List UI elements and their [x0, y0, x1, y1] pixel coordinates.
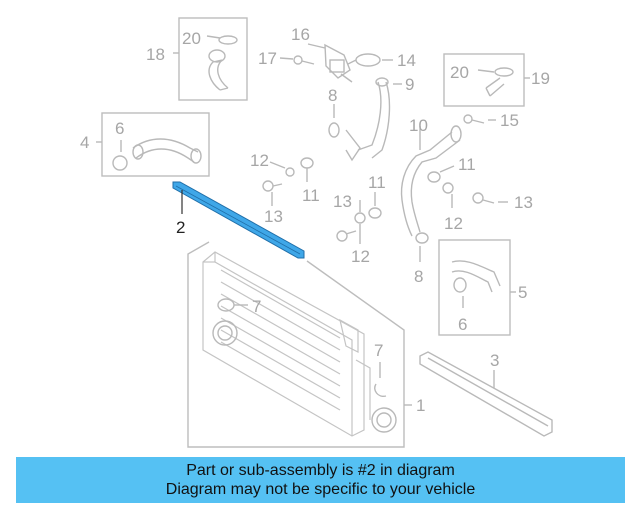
coolant-pipe-10[interactable] [400, 125, 462, 237]
clamp-14[interactable] [347, 53, 393, 67]
callout-5: 5 [518, 283, 527, 302]
callout-12-right: 12 [444, 214, 463, 233]
callout-13-left: 13 [264, 207, 283, 226]
callout-13-right: 13 [514, 193, 533, 212]
callout-7-right: 7 [374, 341, 383, 360]
callout-6-lower: 6 [458, 315, 467, 334]
hose-assembly-18[interactable] [173, 17, 248, 101]
seal-strip-3[interactable] [419, 351, 553, 437]
bolt-17[interactable] [279, 55, 315, 65]
callout-18: 18 [146, 45, 165, 64]
clip-7-left[interactable] [217, 298, 248, 312]
intercooler-1[interactable] [187, 241, 412, 448]
callout-1: 1 [416, 396, 425, 415]
hose-assembly-4[interactable] [96, 112, 210, 177]
callout-2: 2 [176, 218, 185, 237]
callout-7-left: 7 [252, 297, 261, 316]
hose-assembly-5[interactable] [438, 239, 516, 336]
banner-line-part: Part or sub-assembly is #2 in diagram [186, 462, 455, 479]
coolant-pipe-9[interactable] [345, 77, 402, 162]
callout-11-right: 11 [458, 155, 476, 174]
callout-4: 4 [80, 133, 89, 152]
callout-11-center: 11 [368, 173, 386, 192]
callout-15: 15 [500, 111, 519, 130]
callout-20-top: 20 [182, 29, 201, 48]
callout-6-upper: 6 [115, 119, 124, 138]
hose-assembly-19[interactable] [443, 53, 530, 107]
part-2-highlighted[interactable] [172, 181, 305, 259]
banner-line-disclaimer: Diagram may not be specific to your vehi… [165, 481, 476, 498]
parts-diagram: 20 18 16 17 14 9 20 19 [80, 17, 553, 448]
callout-3: 3 [490, 351, 499, 370]
callout-13-center: 13 [333, 192, 352, 211]
callout-11-left: 11 [302, 186, 320, 205]
callout-9: 9 [405, 75, 414, 94]
callout-8-lower: 8 [414, 267, 423, 286]
callout-10: 10 [409, 116, 428, 135]
callout-17: 17 [258, 49, 277, 68]
clamp-8-lower[interactable] [415, 232, 429, 262]
callout-14: 14 [397, 51, 416, 70]
sensor-16[interactable] [307, 43, 353, 83]
callout-8-upper: 8 [328, 86, 337, 105]
callout-20-right: 20 [450, 63, 469, 82]
fastener-cluster-center[interactable] [262, 157, 382, 244]
callout-16: 16 [291, 25, 310, 44]
callout-12-center: 12 [351, 247, 370, 266]
clip-7-right[interactable] [374, 362, 387, 398]
info-banner: Part or sub-assembly is #2 in diagram Di… [16, 457, 625, 503]
fastener-cluster-right[interactable] [427, 165, 508, 208]
callout-19: 19 [531, 69, 550, 88]
bolt-15[interactable] [463, 114, 496, 124]
callout-12-left: 12 [250, 151, 269, 170]
clamp-8-upper[interactable] [328, 104, 340, 138]
